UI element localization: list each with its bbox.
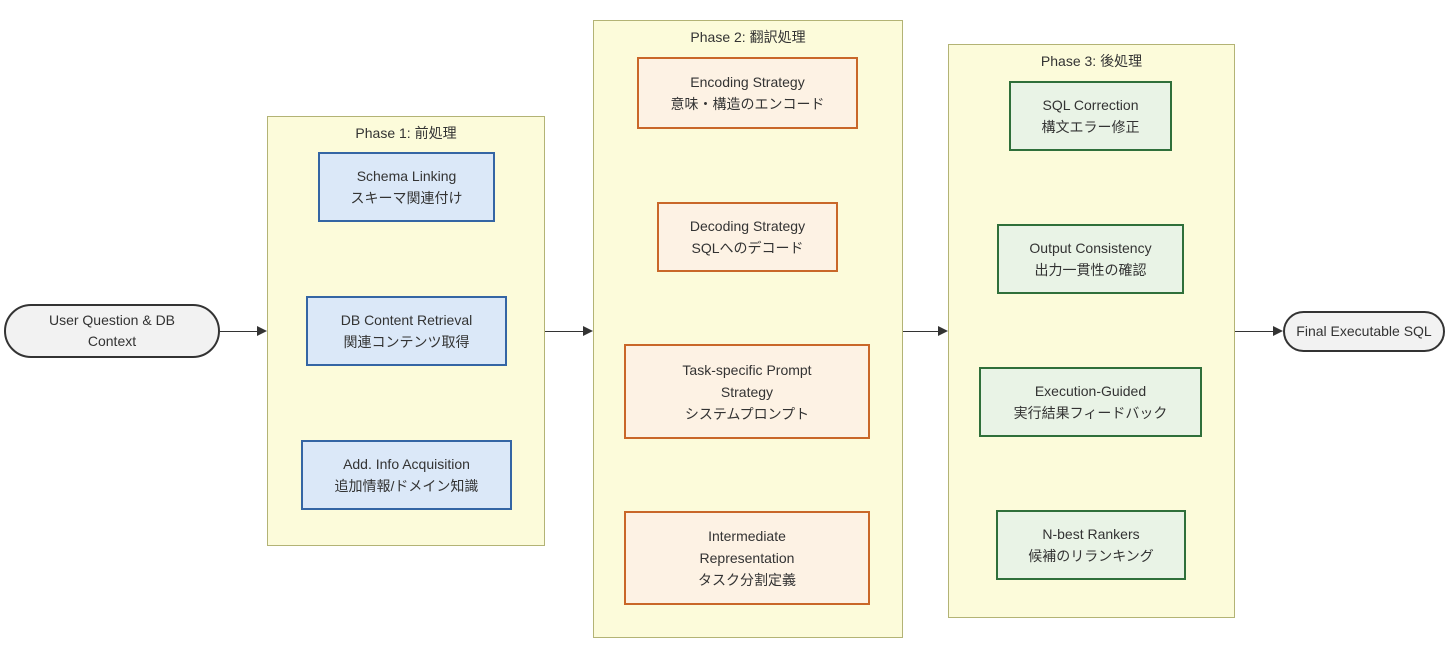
- arrowhead-icon: [583, 326, 593, 336]
- node-db-content-retrieval-ja: 関連コンテンツ取得: [343, 334, 470, 350]
- node-decoding-strategy: Decoding Strategy SQLへのデコード: [657, 202, 838, 272]
- node-intermediate-representation-ja: タスク分割定義: [698, 572, 796, 588]
- end-node-label: Final Executable SQL: [1296, 323, 1432, 339]
- node-output-consistency-ja: 出力一貫性の確認: [1034, 262, 1147, 278]
- start-node-user-question: User Question & DB Context: [4, 304, 220, 358]
- node-output-consistency: Output Consistency 出力一貫性の確認: [997, 224, 1184, 294]
- arrowhead-icon: [1273, 326, 1283, 336]
- node-add-info-acquisition-en: Add. Info Acquisition: [343, 456, 470, 472]
- node-add-info-acquisition: Add. Info Acquisition 追加情報/ドメイン知識: [301, 440, 512, 510]
- node-sql-correction: SQL Correction 構文エラー修正: [1009, 81, 1172, 151]
- node-sql-correction-en: SQL Correction: [1042, 97, 1139, 113]
- node-schema-linking: Schema Linking スキーマ関連付け: [318, 152, 495, 222]
- node-schema-linking-ja: スキーマ関連付け: [350, 190, 463, 206]
- node-encoding-strategy-ja: 意味・構造のエンコード: [670, 96, 825, 112]
- node-encoding-strategy-en: Encoding Strategy: [690, 74, 805, 90]
- node-execution-guided-ja: 実行結果フィードバック: [1013, 405, 1168, 421]
- node-task-specific-prompt-strategy: Task-specific Prompt Strategy システムプロンプト: [624, 344, 870, 439]
- node-db-content-retrieval: DB Content Retrieval 関連コンテンツ取得: [306, 296, 507, 366]
- arrow-phase2-to-phase3: [903, 325, 948, 337]
- node-sql-correction-ja: 構文エラー修正: [1041, 119, 1140, 135]
- node-intermediate-representation: Intermediate Representation タスク分割定義: [624, 511, 870, 605]
- node-decoding-strategy-en: Decoding Strategy: [689, 218, 806, 234]
- arrow-phase3-to-end: [1235, 325, 1283, 337]
- arrow-shaft: [220, 330, 257, 332]
- node-intermediate-representation-en: Intermediate Representation: [699, 528, 795, 566]
- node-encoding-strategy: Encoding Strategy 意味・構造のエンコード: [637, 57, 858, 129]
- node-task-specific-prompt-strategy-en: Task-specific Prompt Strategy: [682, 361, 812, 400]
- arrowhead-icon: [938, 326, 948, 336]
- node-n-best-rankers: N-best Rankers 候補のリランキング: [996, 510, 1186, 580]
- node-n-best-rankers-ja: 候補のリランキング: [1028, 548, 1154, 564]
- node-n-best-rankers-en: N-best Rankers: [1042, 526, 1140, 542]
- arrow-start-to-phase1: [220, 325, 267, 337]
- arrow-shaft: [1235, 330, 1273, 332]
- phase1-title: Phase 1: 前処理: [355, 125, 457, 141]
- arrow-shaft: [545, 330, 583, 332]
- phase2-title: Phase 2: 翻訳処理: [690, 29, 806, 45]
- start-node-label: User Question & DB Context: [48, 312, 176, 349]
- node-schema-linking-en: Schema Linking: [356, 168, 457, 184]
- node-db-content-retrieval-en: DB Content Retrieval: [340, 312, 473, 328]
- node-execution-guided-en: Execution-Guided: [1034, 383, 1147, 399]
- arrowhead-icon: [257, 326, 267, 336]
- end-node-final-sql: Final Executable SQL: [1283, 311, 1445, 352]
- arrow-phase1-to-phase2: [545, 325, 593, 337]
- node-task-specific-prompt-strategy-ja: システムプロンプト: [684, 405, 810, 422]
- node-add-info-acquisition-ja: 追加情報/ドメイン知識: [334, 478, 479, 494]
- node-decoding-strategy-ja: SQLへのデコード: [691, 240, 804, 256]
- phase3-title: Phase 3: 後処理: [1040, 53, 1143, 69]
- node-output-consistency-en: Output Consistency: [1029, 240, 1152, 256]
- node-execution-guided: Execution-Guided 実行結果フィードバック: [979, 367, 1202, 437]
- arrow-shaft: [903, 330, 938, 332]
